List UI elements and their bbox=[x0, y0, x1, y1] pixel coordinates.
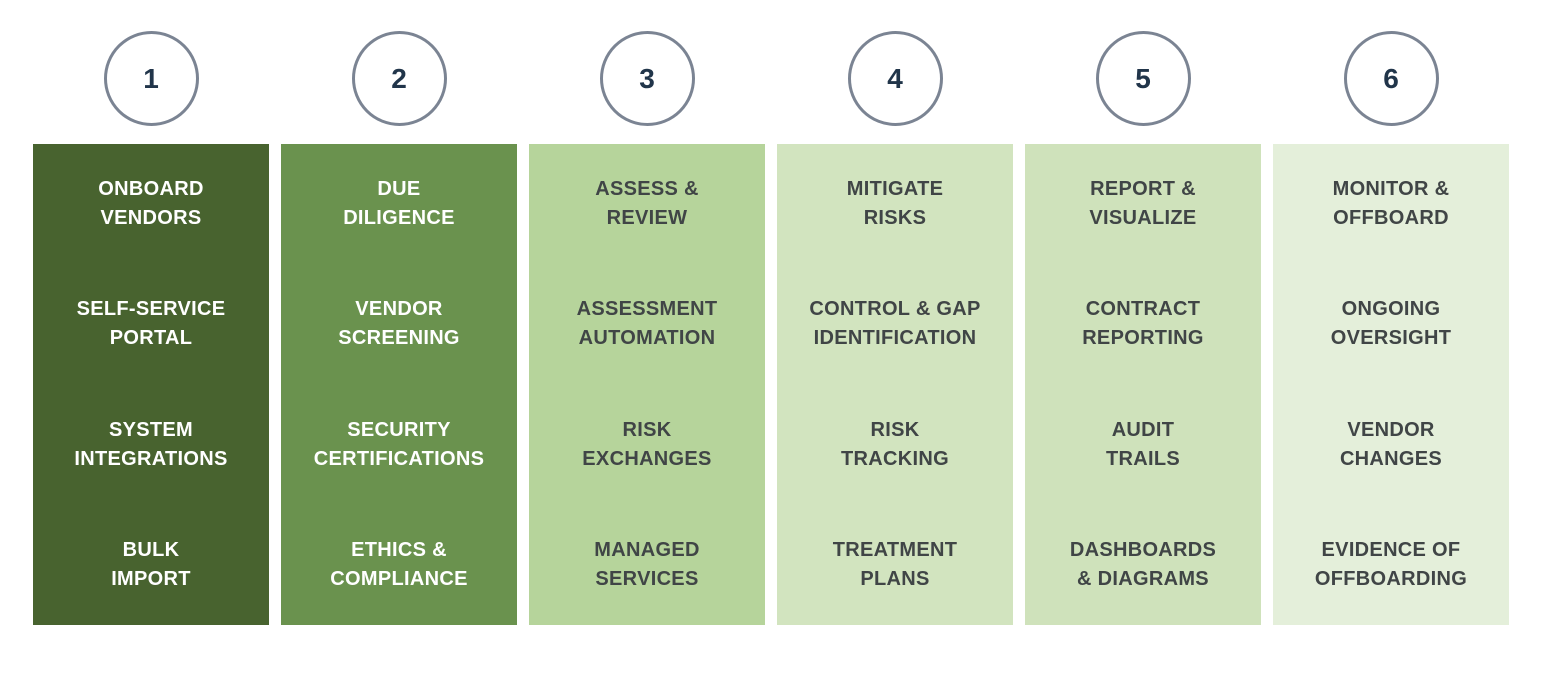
step-item-label: ONBOARD VENDORS bbox=[98, 178, 204, 230]
step-item-label: AUDIT TRAILS bbox=[1105, 418, 1181, 470]
step-item-label: MANAGED SERVICES bbox=[594, 538, 700, 590]
step-card-due-diligence: DUE DILIGENCE VENDOR SCREENING SECURITY … bbox=[281, 144, 517, 625]
step-circle-1: 1 bbox=[103, 31, 199, 126]
steps-row: 1 ONBOARD VENDORS SELF-SERVICE PORTAL SY… bbox=[33, 0, 1509, 625]
step-item-label: BULK IMPORT bbox=[111, 538, 191, 590]
step-item-label: TREATMENT PLANS bbox=[832, 538, 958, 590]
step-circle-5: 5 bbox=[1095, 31, 1191, 126]
step-number-3: 3 bbox=[639, 62, 655, 94]
step-item-label: MITIGATE RISKS bbox=[846, 178, 944, 230]
step-item-label: SYSTEM INTEGRATIONS bbox=[74, 418, 228, 470]
step-column-4: 4 MITIGATE RISKS CONTROL & GAP IDENTIFIC… bbox=[777, 0, 1013, 625]
step-card-report-visualize: REPORT & VISUALIZE CONTRACT REPORTING AU… bbox=[1025, 144, 1261, 625]
step-circle-2: 2 bbox=[351, 31, 447, 126]
step-number-4: 4 bbox=[887, 62, 903, 94]
step-column-2: 2 DUE DILIGENCE VENDOR SCREENING SECURIT… bbox=[281, 0, 517, 625]
step-number-6: 6 bbox=[1383, 62, 1399, 94]
step-item-label: EVIDENCE OF OFFBOARDING bbox=[1314, 538, 1468, 590]
step-item-label: REPORT & VISUALIZE bbox=[1089, 178, 1197, 230]
step-column-5: 5 REPORT & VISUALIZE CONTRACT REPORTING … bbox=[1025, 0, 1261, 625]
step-item-label: VENDOR CHANGES bbox=[1339, 418, 1443, 470]
step-item-label: CONTRACT REPORTING bbox=[1082, 298, 1204, 350]
step-circle-3: 3 bbox=[599, 31, 695, 126]
step-card-mitigate-risks: MITIGATE RISKS CONTROL & GAP IDENTIFICAT… bbox=[777, 144, 1013, 625]
step-item-label: VENDOR SCREENING bbox=[338, 298, 460, 350]
step-column-3: 3 ASSESS & REVIEW ASSESSMENT AUTOMATION … bbox=[529, 0, 765, 625]
step-card-assess-review: ASSESS & REVIEW ASSESSMENT AUTOMATION RI… bbox=[529, 144, 765, 625]
step-card-onboard-vendors: ONBOARD VENDORS SELF-SERVICE PORTAL SYST… bbox=[33, 144, 269, 625]
step-card-monitor-offboard: MONITOR & OFFBOARD ONGOING OVERSIGHT VEN… bbox=[1273, 144, 1509, 625]
step-column-6: 6 MONITOR & OFFBOARD ONGOING OVERSIGHT V… bbox=[1273, 0, 1509, 625]
step-item-label: ETHICS & COMPLIANCE bbox=[330, 538, 468, 590]
step-item-label: DASHBOARDS & DIAGRAMS bbox=[1069, 538, 1217, 590]
step-item-label: DUE DILIGENCE bbox=[343, 178, 455, 230]
step-item-label: ONGOING OVERSIGHT bbox=[1330, 298, 1452, 350]
step-number-5: 5 bbox=[1135, 62, 1151, 94]
step-item-label: SELF-SERVICE PORTAL bbox=[76, 298, 226, 350]
step-item-label: ASSESS & REVIEW bbox=[595, 178, 699, 230]
step-item-label: ASSESSMENT AUTOMATION bbox=[576, 298, 718, 350]
step-circle-6: 6 bbox=[1343, 31, 1439, 126]
step-item-label: CONTROL & GAP IDENTIFICATION bbox=[809, 298, 981, 350]
step-item-label: SECURITY CERTIFICATIONS bbox=[313, 418, 485, 470]
step-number-1: 1 bbox=[143, 62, 159, 94]
step-circle-4: 4 bbox=[847, 31, 943, 126]
step-item-label: RISK TRACKING bbox=[841, 418, 949, 470]
step-item-label: RISK EXCHANGES bbox=[582, 418, 712, 470]
step-item-label: MONITOR & OFFBOARD bbox=[1332, 178, 1450, 230]
step-number-2: 2 bbox=[391, 62, 407, 94]
step-column-1: 1 ONBOARD VENDORS SELF-SERVICE PORTAL SY… bbox=[33, 0, 269, 625]
